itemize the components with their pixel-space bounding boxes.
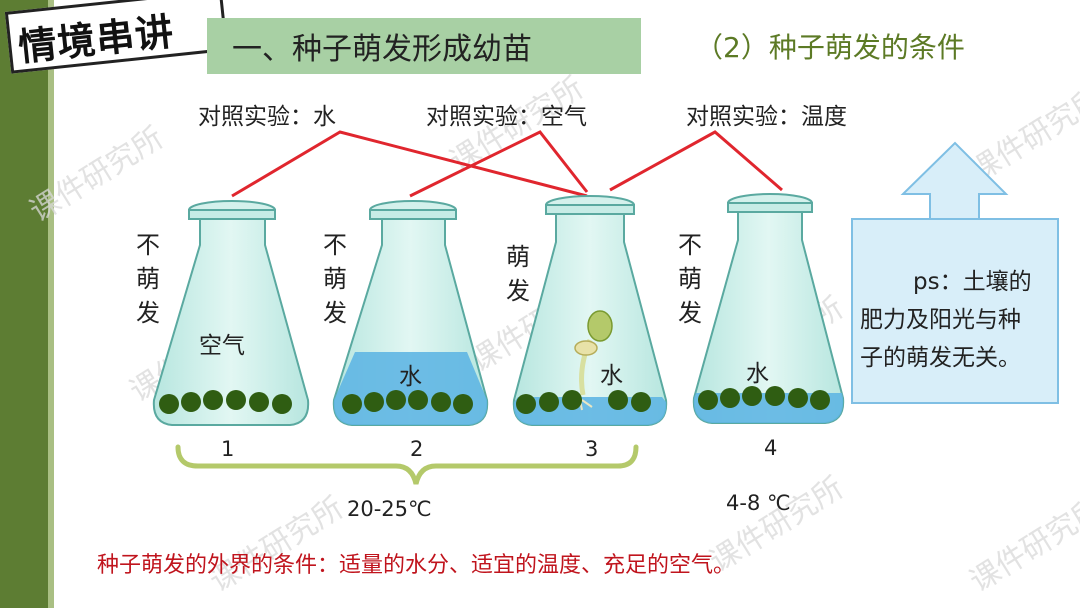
flask-1 [152, 200, 310, 426]
left-decorative-stripe [0, 0, 48, 608]
experiment-label-water: 对照实验：水 [198, 104, 336, 130]
seeds [698, 386, 830, 410]
flask-2 [332, 200, 489, 426]
flask-2-number: 2 [410, 437, 424, 461]
seeds [516, 390, 651, 414]
flask-3-content: 水 [600, 363, 623, 389]
left-decorative-stripe-light [48, 0, 54, 608]
seeds [342, 390, 473, 414]
group-brace [175, 444, 639, 485]
ps-note-line: 子的萌发无关。 [860, 345, 1021, 371]
temperature-warm: 20-25℃ [347, 497, 432, 521]
flask-4-content: 水 [746, 361, 769, 387]
flask-4 [692, 193, 845, 424]
flask-1-result: 不萌发 [136, 231, 160, 327]
up-arrow-icon [900, 141, 1009, 220]
flask-4-number: 4 [764, 436, 778, 460]
seedling [569, 310, 613, 411]
seeds [159, 390, 292, 414]
page-title: 一、种子萌发形成幼苗 [232, 32, 532, 67]
flask-1-number: 1 [221, 437, 235, 461]
experiment-label-temperature: 对照实验：温度 [686, 104, 847, 130]
flask-2-result: 不萌发 [323, 231, 347, 327]
flask-3 [512, 195, 668, 426]
flask-3-result: 萌发 [506, 243, 530, 305]
flask-3-number: 3 [585, 437, 599, 461]
title-band [207, 18, 641, 74]
ps-note-line: ps：土壤的 [913, 269, 1032, 295]
flask-1-content: 空气 [199, 333, 245, 359]
comparison-lines [231, 130, 783, 198]
temperature-cold: 4-8 ℃ [726, 491, 791, 515]
experiment-label-air: 对照实验：空气 [426, 104, 587, 130]
ps-note-box [851, 218, 1059, 404]
flask-2-content: 水 [399, 364, 422, 390]
ps-note-line: 肥力及阳光与种 [860, 307, 1021, 333]
flask-4-result: 不萌发 [678, 231, 702, 327]
page-subtitle: （2）种子萌发的条件 [695, 31, 965, 64]
conclusion-text: 种子萌发的外界的条件：适量的水分、适宜的温度、充足的空气。 [97, 553, 736, 578]
